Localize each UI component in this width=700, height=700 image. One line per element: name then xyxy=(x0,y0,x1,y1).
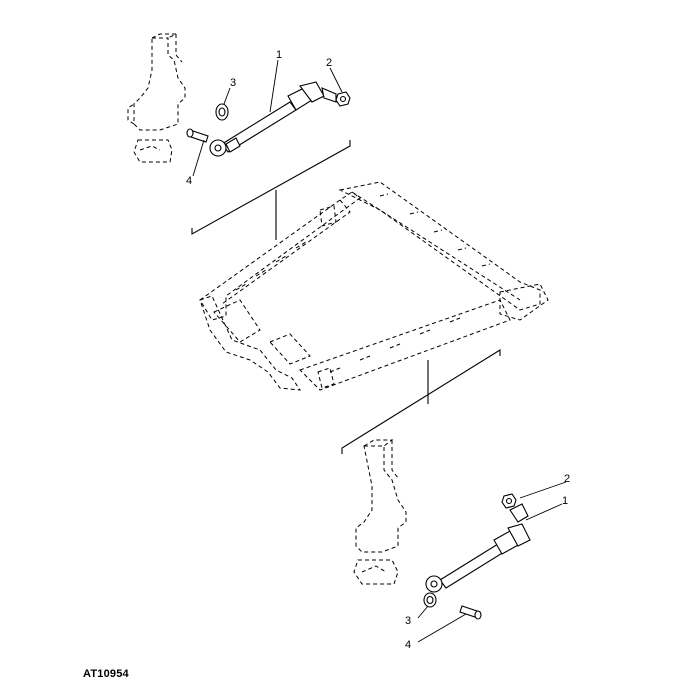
top-clip xyxy=(215,103,229,121)
top-callout-3: 3 xyxy=(230,77,236,89)
top-assembly: 1 2 3 4 xyxy=(127,33,351,240)
top-mount-bracket xyxy=(127,33,186,163)
bottom-callout-1: 1 xyxy=(562,495,568,507)
bottom-callout-2: 2 xyxy=(564,473,570,485)
top-nut xyxy=(335,91,351,107)
tractor-frame xyxy=(199,181,549,391)
figure-id-label: AT10954 xyxy=(83,668,129,680)
bottom-nut xyxy=(501,493,517,509)
top-callout-1: 1 xyxy=(276,49,282,61)
bottom-callout-4: 4 xyxy=(405,639,411,651)
top-callout-4: 4 xyxy=(186,175,192,187)
top-callout-2: 2 xyxy=(326,57,332,69)
bottom-mount-bracket xyxy=(353,439,407,585)
bottom-link-rod xyxy=(425,503,531,593)
top-link-rod xyxy=(209,81,337,157)
bottom-pin xyxy=(459,605,482,620)
top-view-bracket xyxy=(191,140,351,235)
bottom-clip xyxy=(423,592,437,608)
bottom-callout-3: 3 xyxy=(405,615,411,627)
bottom-assembly: 2 1 3 4 xyxy=(341,349,570,651)
bottom-view-bracket xyxy=(341,349,501,454)
top-pin xyxy=(186,128,209,143)
